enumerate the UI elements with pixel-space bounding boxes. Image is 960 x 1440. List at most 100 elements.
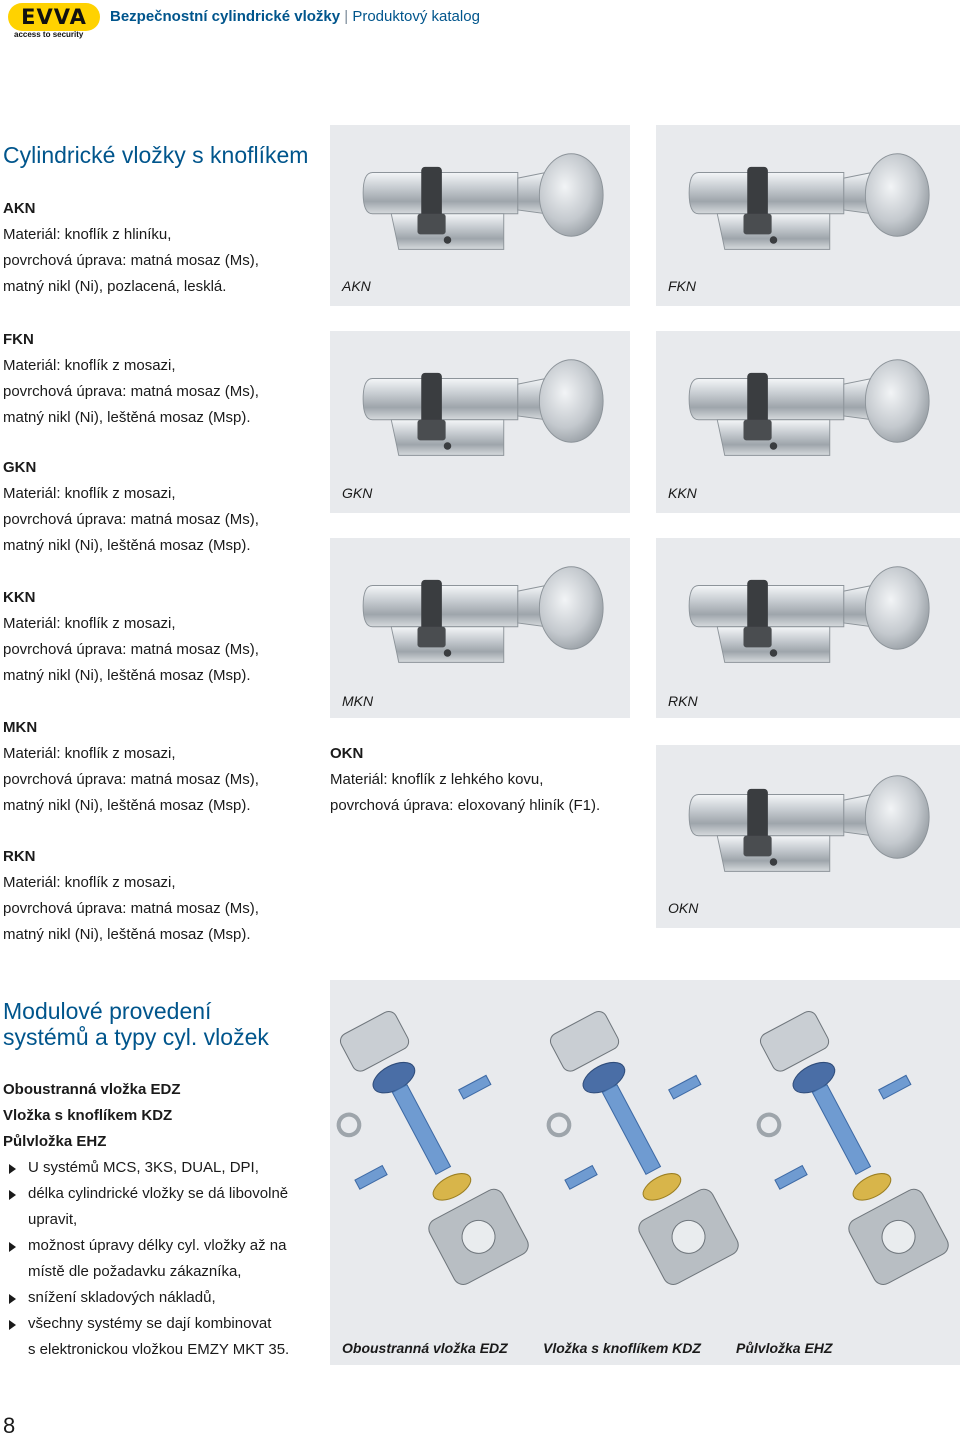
page-number: 8 bbox=[3, 1413, 16, 1438]
desc-line: matný nikl (Ni), leštěná mosaz (Msp). bbox=[3, 667, 251, 684]
caption-ehz: Půlvložka EHZ bbox=[736, 1340, 833, 1356]
bullet-item: U systémů MCS, 3KS, DUAL, DPI, bbox=[3, 1155, 328, 1181]
product-name: OKN bbox=[330, 745, 364, 762]
desc-line: Materiál: knoflík z mosazi, bbox=[3, 745, 176, 762]
cylinder-types-list: Oboustranná vložka EDZ Vložka s knoflíke… bbox=[3, 1077, 323, 1155]
desc-line: povrchová úprava: matná mosaz (Ms), bbox=[3, 383, 259, 400]
bullet-triangle-icon bbox=[9, 1294, 16, 1304]
cylinder-image bbox=[350, 548, 620, 698]
logo-text: EVVA bbox=[21, 5, 87, 29]
modular-system-image: Oboustranná vložka EDZ Vložka s knoflíke… bbox=[330, 980, 960, 1365]
image-panel-okn: OKN bbox=[656, 745, 960, 928]
bullet-triangle-icon bbox=[9, 1164, 16, 1174]
bullet-triangle-icon bbox=[9, 1320, 16, 1330]
product-desc: Materiál: knoflík z lehkého kovu, povrch… bbox=[330, 767, 650, 819]
desc-line: Materiál: knoflík z mosazi, bbox=[3, 615, 176, 632]
desc-line: povrchová úprava: matná mosaz (Ms), bbox=[3, 900, 259, 917]
bullet-text: všechny systémy se dají kombinovat bbox=[28, 1315, 272, 1332]
desc-line: povrchová úprava: eloxovaný hliník (F1). bbox=[330, 797, 601, 814]
bullet-text: s elektronickou vložkou EMZY MKT 35. bbox=[28, 1341, 290, 1358]
desc-line: matný nikl (Ni), leštěná mosaz (Msp). bbox=[3, 537, 251, 554]
desc-line: matný nikl (Ni), leštěná mosaz (Msp). bbox=[3, 926, 251, 943]
cylinder-image bbox=[676, 135, 946, 285]
desc-line: Materiál: knoflík z hliníku, bbox=[3, 226, 172, 243]
product-fkn: FKN Materiál: knoflík z mosazi, povrchov… bbox=[3, 327, 323, 431]
image-label: FKN bbox=[668, 278, 696, 294]
kdz-exploded-image bbox=[540, 985, 750, 1325]
product-desc: Materiál: knoflík z mosazi, povrchová úp… bbox=[3, 741, 323, 819]
bullet-text: snížení skladových nákladů, bbox=[28, 1289, 216, 1306]
desc-line: povrchová úprava: matná mosaz (Ms), bbox=[3, 511, 259, 528]
product-name: FKN bbox=[3, 331, 34, 348]
bullet-text: místě dle požadavku zákazníka, bbox=[28, 1263, 242, 1280]
product-gkn: GKN Materiál: knoflík z mosazi, povrchov… bbox=[3, 455, 323, 559]
image-panel-mkn: MKN bbox=[330, 538, 630, 718]
type-line: Oboustranná vložka EDZ bbox=[3, 1081, 181, 1098]
image-label: KKN bbox=[668, 485, 697, 501]
section-title-line: Modulové provedení bbox=[3, 998, 212, 1024]
header-subtitle: Produktový katalog bbox=[352, 8, 480, 25]
bullet-text: možnost úpravy délky cyl. vložky až na bbox=[28, 1237, 287, 1254]
image-panel-rkn: RKN bbox=[656, 538, 960, 718]
product-okn: OKN Materiál: knoflík z lehkého kovu, po… bbox=[330, 741, 650, 819]
section-title-knob: Cylindrické vložky s knoflíkem bbox=[3, 142, 309, 168]
desc-line: Materiál: knoflík z mosazi, bbox=[3, 357, 176, 374]
bullet-item: všechny systémy se dají kombinovat s ele… bbox=[3, 1311, 328, 1363]
image-panel-fkn: FKN bbox=[656, 125, 960, 306]
bullet-text: U systémů MCS, 3KS, DUAL, DPI, bbox=[28, 1159, 259, 1176]
product-akn: AKN Materiál: knoflík z hliníku, povrcho… bbox=[3, 196, 323, 300]
desc-line: matný nikl (Ni), pozlacená, lesklá. bbox=[3, 278, 227, 295]
image-label: GKN bbox=[342, 485, 373, 501]
product-desc: Materiál: knoflík z hliníku, povrchová ú… bbox=[3, 222, 323, 300]
product-kkn: KKN Materiál: knoflík z mosazi, povrchov… bbox=[3, 585, 323, 689]
type-line: Vložka s knoflíkem KDZ bbox=[3, 1107, 173, 1124]
desc-line: matný nikl (Ni), leštěná mosaz (Msp). bbox=[3, 409, 251, 426]
feature-bullets: U systémů MCS, 3KS, DUAL, DPI, délka cyl… bbox=[3, 1155, 328, 1363]
bullet-item: délka cylindrické vložky se dá libovolně… bbox=[3, 1181, 328, 1233]
desc-line: Materiál: knoflík z mosazi, bbox=[3, 485, 176, 502]
type-line: Půlvložka EHZ bbox=[3, 1133, 107, 1150]
product-desc: Materiál: knoflík z mosazi, povrchová úp… bbox=[3, 611, 323, 689]
header-title: Bezpečnostní cylindrické vložky bbox=[110, 8, 341, 25]
cylinder-image bbox=[350, 135, 620, 285]
product-name: GKN bbox=[3, 459, 37, 476]
product-name: RKN bbox=[3, 848, 36, 865]
page-header: Bezpečnostní cylindrické vložky | Produk… bbox=[110, 8, 480, 25]
caption-edz: Oboustranná vložka EDZ bbox=[342, 1340, 508, 1356]
product-desc: Materiál: knoflík z mosazi, povrchová úp… bbox=[3, 353, 323, 431]
cylinder-image bbox=[676, 341, 946, 491]
desc-line: Materiál: knoflík z lehkého kovu, bbox=[330, 771, 544, 788]
image-panel-gkn: GKN bbox=[330, 331, 630, 513]
ehz-exploded-image bbox=[750, 985, 960, 1325]
product-name: MKN bbox=[3, 719, 38, 736]
image-label: OKN bbox=[668, 900, 699, 916]
cylinder-image bbox=[676, 548, 946, 698]
caption-kdz: Vložka s knoflíkem KDZ bbox=[543, 1340, 701, 1356]
image-label: MKN bbox=[342, 693, 374, 709]
image-label: RKN bbox=[668, 693, 698, 709]
section-title-modular: Modulové provedení systémů a typy cyl. v… bbox=[3, 998, 269, 1050]
logo-tagline: access to security bbox=[14, 30, 84, 39]
product-desc: Materiál: knoflík z mosazi, povrchová úp… bbox=[3, 481, 323, 559]
product-rkn: RKN Materiál: knoflík z mosazi, povrchov… bbox=[3, 844, 323, 948]
product-mkn: MKN Materiál: knoflík z mosazi, povrchov… bbox=[3, 715, 323, 819]
desc-line: povrchová úprava: matná mosaz (Ms), bbox=[3, 252, 259, 269]
product-desc: Materiál: knoflík z mosazi, povrchová úp… bbox=[3, 870, 323, 948]
bullet-item: snížení skladových nákladů, bbox=[3, 1285, 328, 1311]
desc-line: Materiál: knoflík z mosazi, bbox=[3, 874, 176, 891]
bullet-triangle-icon bbox=[9, 1190, 16, 1200]
header-separator: | bbox=[344, 8, 349, 25]
image-panel-akn: AKN bbox=[330, 125, 630, 306]
desc-line: matný nikl (Ni), leštěná mosaz (Msp). bbox=[3, 797, 251, 814]
edz-exploded-image bbox=[330, 985, 540, 1325]
section-title-line: systémů a typy cyl. vložek bbox=[3, 1024, 269, 1050]
desc-line: povrchová úprava: matná mosaz (Ms), bbox=[3, 641, 259, 658]
image-label: AKN bbox=[342, 278, 371, 294]
bullet-triangle-icon bbox=[9, 1242, 16, 1252]
product-name: KKN bbox=[3, 589, 36, 606]
bullet-item: možnost úpravy délky cyl. vložky až na m… bbox=[3, 1233, 328, 1285]
bullet-text: upravit, bbox=[28, 1211, 78, 1228]
bullet-text: délka cylindrické vložky se dá libovolně bbox=[28, 1185, 289, 1202]
product-name: AKN bbox=[3, 200, 36, 217]
image-panel-kkn: KKN bbox=[656, 331, 960, 513]
